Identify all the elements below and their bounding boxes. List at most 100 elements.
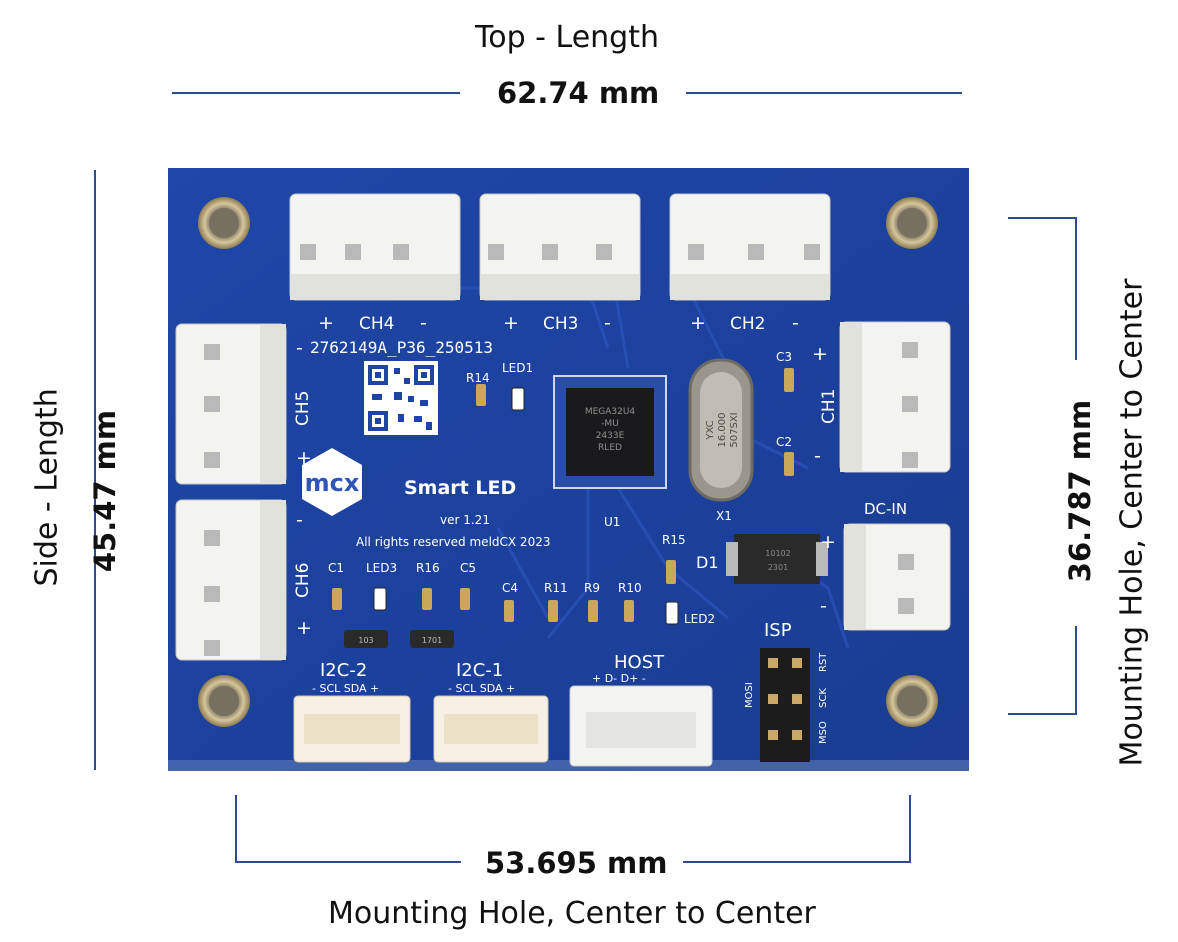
connector-i2c-2 <box>293 695 411 763</box>
right-dimension-caption: Mounting Hole, Center to Center <box>1114 278 1150 767</box>
label-r14: R14 <box>466 371 490 385</box>
diode-d1: 10102 2301 <box>726 534 828 584</box>
right-bracket-lower <box>1075 626 1077 715</box>
label-isp: ISP <box>764 620 792 641</box>
minus-ch3: - <box>604 312 611 334</box>
right-bracket-bottom <box>1008 713 1076 715</box>
label-r16: R16 <box>416 561 440 575</box>
minus-ch2: - <box>792 312 799 334</box>
plus-ch4: + <box>318 312 334 334</box>
diode-code-2: 2301 <box>768 563 788 572</box>
top-dimension-line-left <box>172 92 460 94</box>
label-u1: U1 <box>604 515 620 529</box>
connector-ch2 <box>669 193 831 301</box>
label-ch3: CH3 <box>543 314 578 334</box>
connector-ch5 <box>175 323 287 485</box>
bottom-bracket-right <box>909 795 911 863</box>
side-dimension-line <box>94 170 96 770</box>
minus-dc-in: - <box>820 595 827 617</box>
top-dimension-line-right <box>686 92 962 94</box>
connector-host <box>569 685 713 767</box>
plus-dc-in: + <box>820 531 836 553</box>
right-bracket-upper <box>1075 217 1077 360</box>
resistor-code-2: 1701 <box>422 636 442 645</box>
bottom-bracket-line-right <box>683 861 911 863</box>
label-ch1: CH1 <box>819 389 839 424</box>
mcu-chip: MEGA32U4 -MU 2433E RLED <box>553 375 667 489</box>
isp-pin-rst: RST <box>818 652 829 672</box>
label-led3: LED3 <box>366 561 397 575</box>
bottom-bracket-line-left <box>235 861 461 863</box>
diode-code-1: 10102 <box>765 549 790 558</box>
label-led2: LED2 <box>684 612 715 626</box>
minus-ch6: - <box>296 509 303 531</box>
chip-line-4: RLED <box>598 443 622 453</box>
label-ch5: CH5 <box>293 391 313 426</box>
label-r11: R11 <box>544 581 568 595</box>
label-i2c-2: I2C-2 <box>320 660 367 681</box>
pins-i2c-2: - SCL SDA + <box>312 682 379 695</box>
label-r9: R9 <box>584 581 600 595</box>
connector-dc-in <box>843 523 951 631</box>
label-ch4: CH4 <box>359 314 394 334</box>
product-name: Smart LED <box>404 477 516 499</box>
pcb-board-graphic: mcx MEGA32U4 -MU 2433E RLED YXC 16.000 5… <box>168 168 969 771</box>
crystal-line-1: YXC <box>705 420 716 440</box>
right-dimension-value: 36.787 mm <box>1063 399 1097 583</box>
top-length-value: 62.74 mm <box>497 76 660 110</box>
minus-ch1: - <box>814 445 821 467</box>
chip-line-3: 2433E <box>596 431 625 441</box>
side-length-value: 45.47 mm <box>88 409 122 573</box>
chip-line-2: -MU <box>601 419 619 429</box>
connector-i2c-1 <box>433 695 549 763</box>
pcb-edge <box>168 760 969 771</box>
bottom-dimension-caption: Mounting Hole, Center to Center <box>328 896 816 931</box>
label-led1: LED1 <box>502 361 533 375</box>
minus-ch4: - <box>420 312 427 334</box>
part-number: 2762149A_P36_250513 <box>310 338 493 357</box>
label-c1: C1 <box>328 561 344 575</box>
plus-ch2: + <box>690 312 706 334</box>
qr-code <box>364 361 438 435</box>
isp-pin-mso: MSO <box>818 721 829 744</box>
side-length-title: Side - Length <box>29 388 65 587</box>
label-c5: C5 <box>460 561 476 575</box>
minus-ch5: - <box>296 337 303 359</box>
right-bracket-top <box>1008 217 1076 219</box>
label-c3: C3 <box>776 350 792 364</box>
label-c4: C4 <box>502 581 518 595</box>
label-r10: R10 <box>618 581 642 595</box>
crystal-line-3: 507SXI <box>729 412 740 447</box>
mounting-hole-br <box>886 675 938 727</box>
mcx-logo-text: mcx <box>305 469 360 497</box>
pins-host: + D- D+ - <box>592 672 646 685</box>
pcb-board: mcx MEGA32U4 -MU 2433E RLED YXC 16.000 5… <box>168 168 969 771</box>
connector-ch3 <box>479 193 641 301</box>
connector-ch6 <box>175 499 287 661</box>
mounting-hole-tl <box>198 197 250 249</box>
mounting-hole-bl <box>198 675 250 727</box>
isp-pin-mosi: MOSI <box>744 682 755 708</box>
crystal-x1: YXC 16.000 507SXI <box>688 358 754 502</box>
connector-ch4 <box>289 193 461 301</box>
label-r15: R15 <box>662 533 686 547</box>
resistor-code-1: 103 <box>358 636 373 645</box>
isp-pin-sck: SCK <box>818 688 829 708</box>
label-dc-in: DC-IN <box>864 500 907 518</box>
bottom-bracket-left <box>235 795 237 863</box>
chip-line-1: MEGA32U4 <box>585 407 636 417</box>
top-length-title: Top - Length <box>475 20 659 55</box>
label-c2: C2 <box>776 435 792 449</box>
connector-ch1 <box>839 321 951 473</box>
version: ver 1.21 <box>440 513 490 527</box>
plus-ch5: + <box>296 447 312 469</box>
label-x1: X1 <box>716 509 732 523</box>
plus-ch6: + <box>296 617 312 639</box>
crystal-line-2: 16.000 <box>717 413 728 448</box>
silkscreen: + CH4 - + CH3 - + CH2 - 2762149A_P36_250… <box>293 312 907 744</box>
bottom-dimension-value: 53.695 mm <box>485 846 668 880</box>
label-ch6: CH6 <box>293 563 313 598</box>
plus-ch3: + <box>503 312 519 334</box>
label-d1: D1 <box>696 553 719 572</box>
smd-components: 103 1701 <box>332 368 794 648</box>
